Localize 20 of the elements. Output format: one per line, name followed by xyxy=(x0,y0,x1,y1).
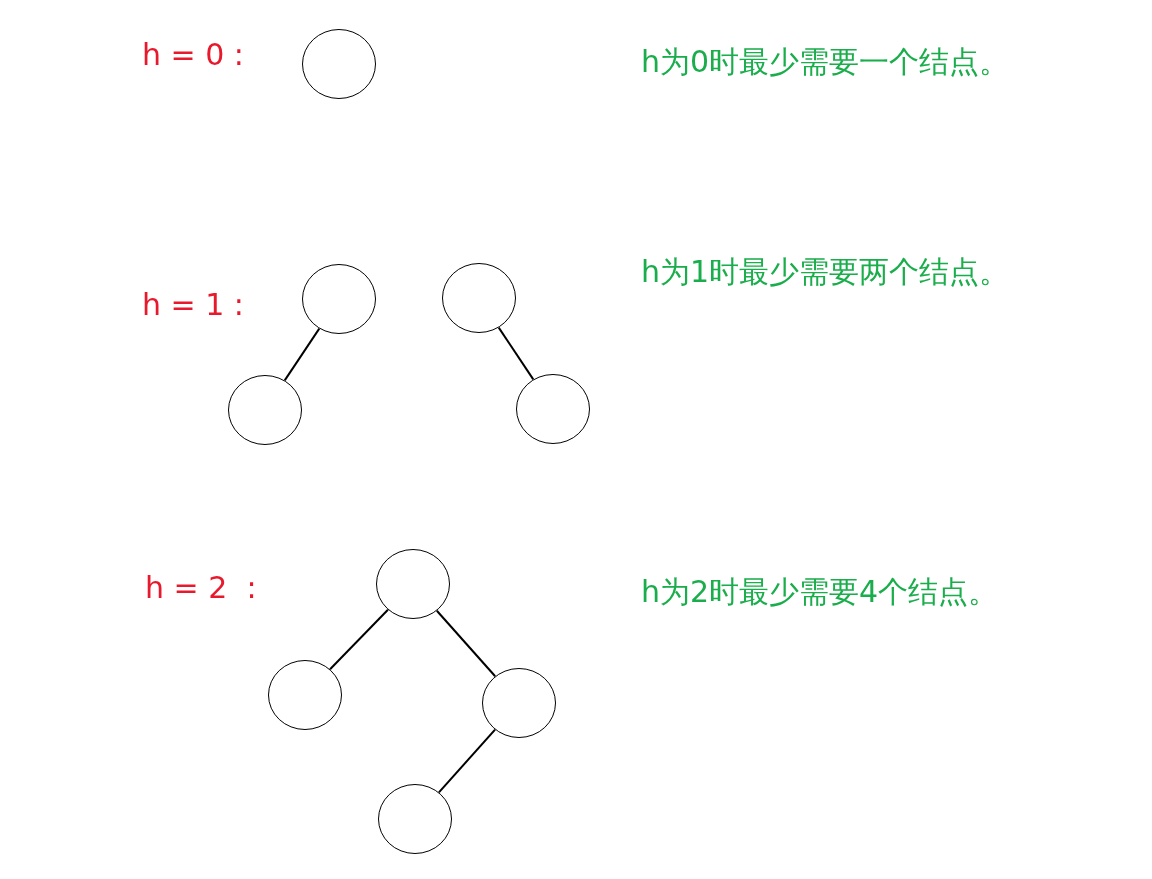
height-label: h = 0 : xyxy=(142,38,244,71)
annotation-text: h为1时最少需要两个结点。 xyxy=(641,255,1010,288)
height-label: h = 1 : xyxy=(142,288,244,321)
tree-edge-line xyxy=(329,608,389,671)
tree-node-circle xyxy=(516,374,590,444)
tree-node-circle xyxy=(268,660,342,730)
annotation-text: h为0时最少需要一个结点。 xyxy=(641,45,1010,78)
tree-edge-line xyxy=(283,327,321,382)
tree-node-circle xyxy=(442,263,516,333)
tree-node-circle xyxy=(482,668,556,738)
tree-edge-line xyxy=(437,728,497,794)
tree-node-circle xyxy=(228,375,302,445)
tree-node-circle xyxy=(378,784,452,854)
tree-node-circle xyxy=(302,264,376,334)
tree-edge-line xyxy=(435,609,497,678)
tree-edge-line xyxy=(497,326,535,381)
tree-node-circle xyxy=(376,549,450,619)
tree-node-circle xyxy=(302,29,376,99)
annotation-text: h为2时最少需要4个结点。 xyxy=(641,575,999,608)
height-label: h = 2 : xyxy=(145,571,257,604)
